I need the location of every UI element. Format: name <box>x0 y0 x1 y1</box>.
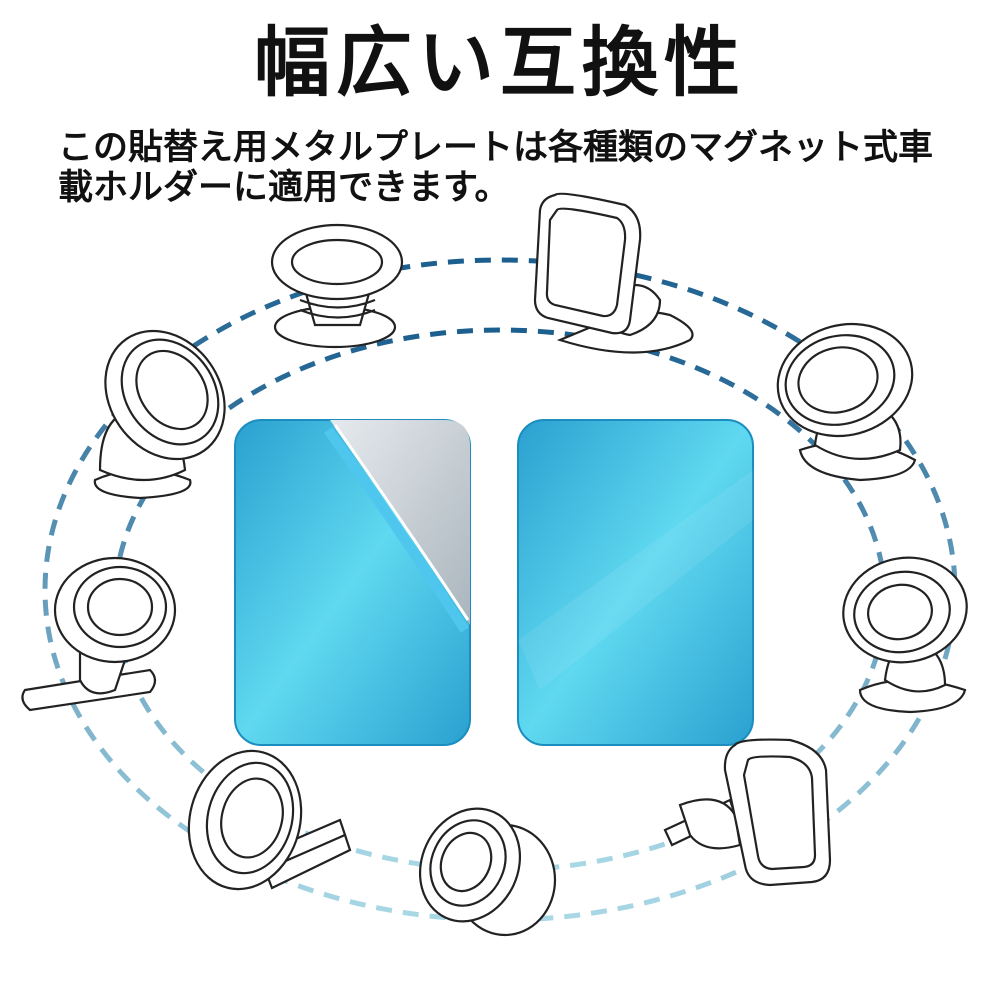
page-title: 幅広い互換性 <box>254 18 746 107</box>
vent-clip-square-mount-icon <box>663 738 832 887</box>
stick-on-magnet-mount-icon <box>21 556 177 712</box>
popsocket-holder-icon <box>270 223 404 349</box>
metal-plate <box>517 419 754 746</box>
rotating-magnet-mount-left-icon <box>93 329 226 500</box>
description-text: この貼替え用メタルプレートは各種類のマグネット式車 載ホルダーに適用できます。 <box>58 128 978 208</box>
description-line-2: 載ホルダーに適用できます。 <box>58 168 510 208</box>
dashboard-magnet-mount-icon <box>533 192 694 354</box>
rotating-magnet-mount-right-icon <box>776 322 917 482</box>
description-line-1: この貼替え用メタルプレートは各種類のマグネット式車 <box>58 128 934 168</box>
vent-clip-round-mount-icon <box>187 749 352 891</box>
ball-joint-magnet-icon <box>418 807 557 937</box>
metal-plate-with-film <box>234 419 471 746</box>
ball-magnet-mount-icon <box>842 556 968 714</box>
